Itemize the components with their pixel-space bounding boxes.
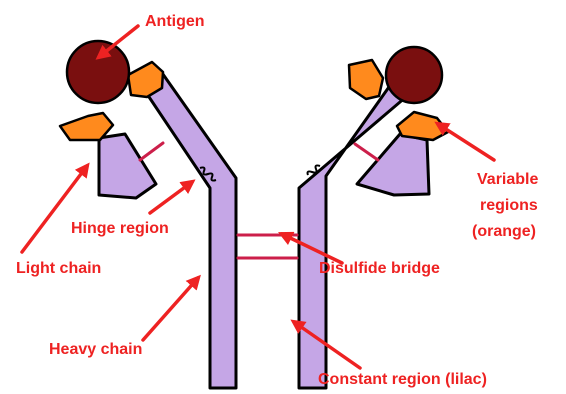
- arrow-variable-regions: [438, 124, 494, 160]
- disulfide-heavy-light-right: [355, 144, 378, 160]
- disulfide-bridges: [140, 143, 378, 258]
- label-hinge-region: Hinge region: [71, 220, 169, 237]
- label-variable-regions-line1: Variable: [477, 171, 538, 188]
- label-constant-region: Constant region (lilac): [318, 371, 487, 388]
- label-variable-regions-line2: regions: [480, 197, 538, 214]
- label-disulfide-bridge: Disulfide bridge: [319, 260, 440, 277]
- arrow-hinge-region: [150, 182, 192, 213]
- label-antigen: Antigen: [145, 13, 205, 30]
- variable-region-heavy-left: [128, 62, 163, 97]
- variable-region-light-left: [60, 113, 113, 140]
- antigen-left: [67, 41, 129, 103]
- disulfide-heavy-light-left: [140, 143, 163, 160]
- label-heavy-chain: Heavy chain: [49, 341, 142, 358]
- label-light-chain: Light chain: [16, 260, 101, 277]
- arrow-light-chain: [22, 166, 87, 252]
- heavy-chain-right: [299, 70, 420, 388]
- arrow-heavy-chain: [143, 278, 198, 340]
- antigen-right: [386, 47, 442, 103]
- variable-region-heavy-right: [349, 60, 383, 99]
- label-variable-regions-line3: (orange): [472, 223, 536, 240]
- light-chain-right: [357, 134, 429, 195]
- light-chain-left: [99, 134, 156, 198]
